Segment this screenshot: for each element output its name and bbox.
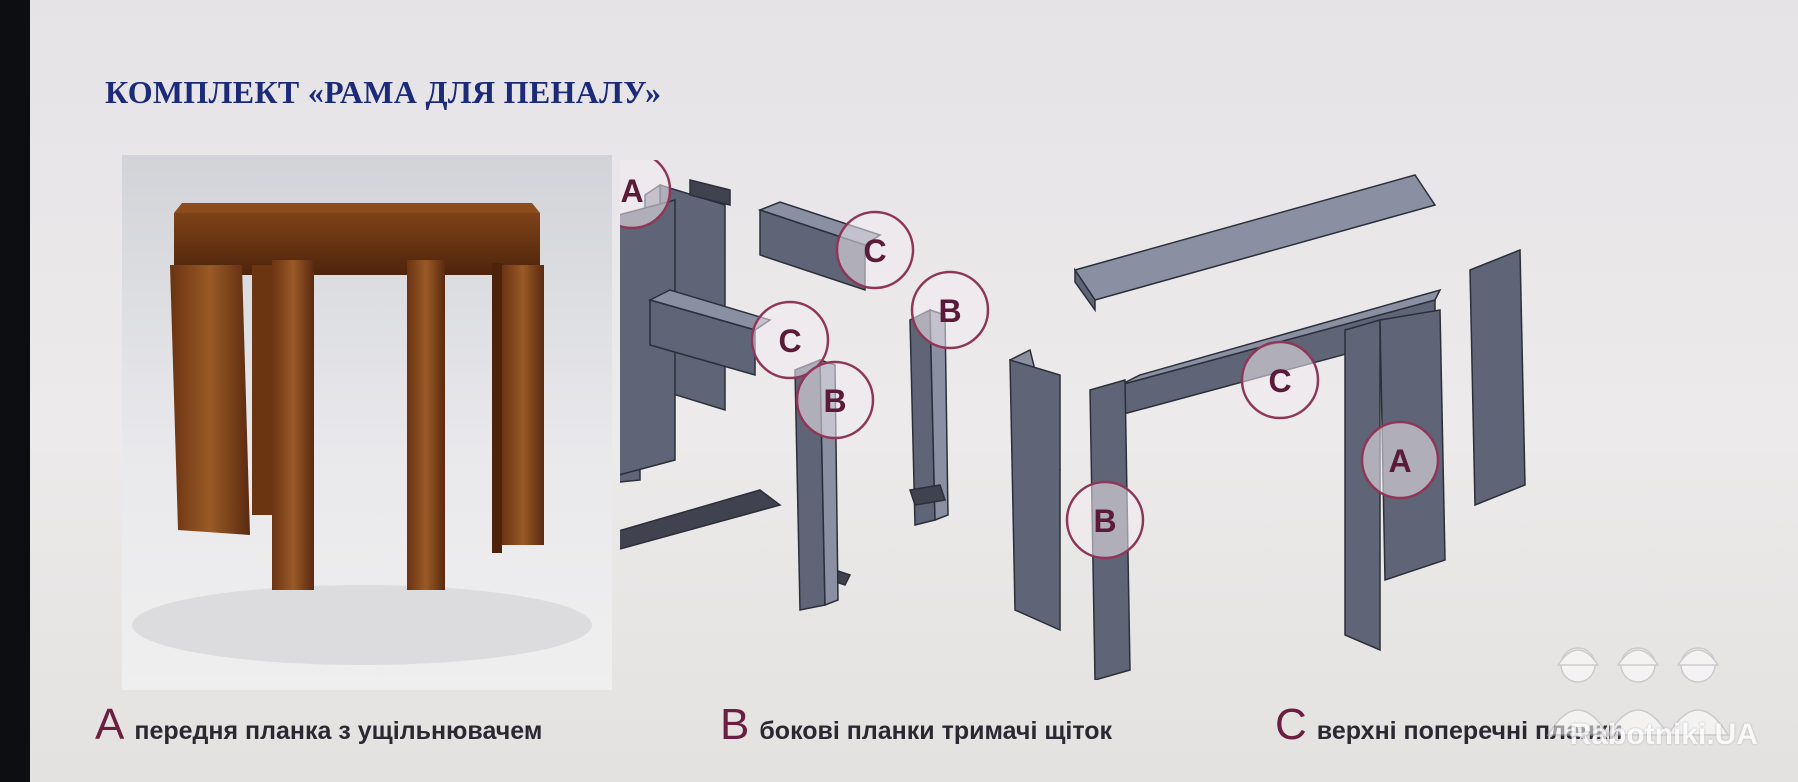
legend-item-b: B бокові планки тримачі щіток	[720, 700, 1112, 750]
callout-a-left: A	[620, 160, 672, 230]
assembled-frame	[1009, 174, 1526, 680]
callout-b-left: B	[795, 360, 875, 440]
callout-b-right: B	[910, 270, 990, 350]
callout-c-upper: C	[835, 210, 915, 290]
legend-letter-b: B	[720, 700, 750, 749]
slide: КОМПЛЕКТ «РАМА ДЛЯ ПЕНАЛУ»	[30, 0, 1798, 782]
profile-c-middle	[647, 289, 772, 376]
svg-text:A: A	[1388, 443, 1411, 479]
legend-text-a: передня планка з ущільнювачем	[134, 717, 543, 745]
svg-text:B: B	[1093, 503, 1116, 539]
svg-text:C: C	[863, 233, 886, 269]
svg-text:C: C	[1268, 363, 1291, 399]
callout-c-middle: C	[750, 300, 830, 380]
svg-text:B: B	[938, 293, 961, 329]
legend-item-a: A передня планка з ущільнювачем	[95, 700, 542, 750]
svg-text:A: A	[620, 173, 643, 209]
svg-text:C: C	[778, 323, 801, 359]
legend-letter-a: A	[95, 700, 125, 749]
watermark-logo-icon	[1546, 647, 1730, 736]
svg-text:B: B	[823, 383, 846, 419]
slide-title: КОМПЛЕКТ «РАМА ДЛЯ ПЕНАЛУ»	[105, 74, 662, 110]
callout-b-frame: B	[1065, 480, 1145, 560]
profile-b-right	[909, 308, 949, 526]
callout-c-frame: C	[1240, 340, 1320, 420]
callout-a-frame: A	[1360, 420, 1440, 500]
frame-photo	[122, 155, 612, 690]
legend-text-b: бокові планки тримачі щіток	[759, 717, 1113, 745]
profiles-diagram: A C C B B C A B	[620, 160, 1526, 680]
legend-letter-c: C	[1275, 700, 1307, 749]
watermark-text: Rabotniki.UA	[1569, 718, 1758, 751]
